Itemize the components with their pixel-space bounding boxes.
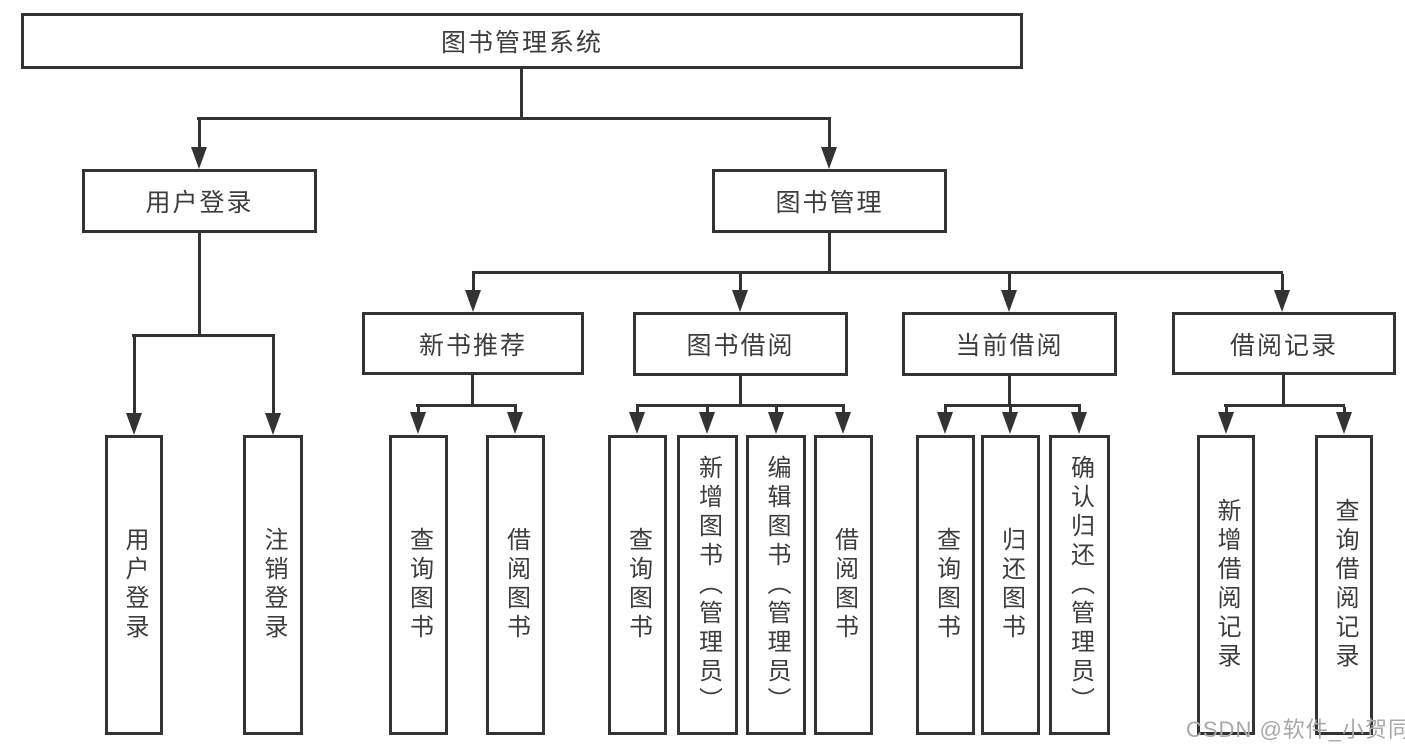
node-current-borrowing: 当前借阅 xyxy=(902,312,1117,376)
leaf-query-borrow-record: 查询借阅记录 xyxy=(1315,435,1373,735)
arrow-records-add xyxy=(1218,407,1234,434)
connector-current-hline xyxy=(944,404,1081,407)
connector-records-stem xyxy=(1282,375,1285,407)
arrow-to-leaf-user-login xyxy=(126,337,142,435)
arrow-to-leaf-logout xyxy=(265,337,281,435)
arrow-current-query xyxy=(937,407,953,434)
node-book-management: 图书管理 xyxy=(712,169,947,233)
connector-recommend-hline xyxy=(416,404,517,407)
leaf-recommend-query-books: 查询图书 xyxy=(389,435,448,735)
node-library-system: 图书管理系统 xyxy=(21,13,1023,69)
leaf-add-borrow-record: 新增借阅记录 xyxy=(1197,435,1255,735)
arrow-borrowing-query xyxy=(629,407,645,434)
connector-book-management-stem xyxy=(828,233,831,273)
leaf-user-login: 用户登录 xyxy=(105,435,163,735)
arrow-to-borrowing-records xyxy=(1274,274,1290,312)
arrow-to-user-login xyxy=(191,120,207,169)
node-new-book-recommendation: 新书推荐 xyxy=(362,312,584,375)
connector-user-login-hline xyxy=(132,334,275,337)
connector-level1-hline xyxy=(197,117,831,120)
arrow-borrowing-edit xyxy=(768,407,784,434)
node-user-login: 用户登录 xyxy=(82,169,317,233)
leaf-edit-book-admin: 编辑图书（管理员） xyxy=(746,435,806,735)
arrow-borrowing-add xyxy=(699,407,715,434)
leaf-current-query-books: 查询图书 xyxy=(916,435,975,735)
connector-level3-hline xyxy=(472,271,1283,274)
arrow-to-new-book-recommendation xyxy=(465,274,481,312)
arrow-current-return xyxy=(1002,407,1018,434)
arrow-to-book-management xyxy=(821,120,837,169)
leaf-borrowing-query-books: 查询图书 xyxy=(608,435,667,735)
arrow-records-query xyxy=(1336,407,1352,434)
node-book-borrowing: 图书借阅 xyxy=(633,312,848,376)
connector-recommend-stem xyxy=(471,375,474,407)
connector-current-stem xyxy=(1008,376,1011,407)
node-borrowing-records: 借阅记录 xyxy=(1172,312,1396,375)
connector-root-stem xyxy=(520,69,523,119)
leaf-return-books: 归还图书 xyxy=(981,435,1040,735)
arrow-to-current-borrowing xyxy=(1001,274,1017,312)
arrow-recommend-borrow xyxy=(507,407,523,434)
leaf-recommend-borrow-books: 借阅图书 xyxy=(486,435,545,735)
connector-user-login-stem xyxy=(198,233,201,336)
leaf-add-book-admin: 新增图书（管理员） xyxy=(677,435,738,735)
arrow-current-confirm xyxy=(1071,407,1087,434)
csdn-watermark: CSDN @软件_小贺同学 xyxy=(1186,717,1405,742)
arrow-borrowing-borrow xyxy=(835,407,851,434)
connector-borrowing-stem xyxy=(739,376,742,407)
connector-borrowing-hline xyxy=(636,404,845,407)
leaf-logout: 注销登录 xyxy=(243,435,303,735)
connector-records-hline xyxy=(1224,404,1345,407)
leaf-borrowing-borrow-books: 借阅图书 xyxy=(814,435,873,735)
leaf-confirm-return-admin: 确认归还（管理员） xyxy=(1049,435,1110,735)
arrow-to-book-borrowing xyxy=(732,274,748,312)
arrow-recommend-query xyxy=(410,407,426,434)
